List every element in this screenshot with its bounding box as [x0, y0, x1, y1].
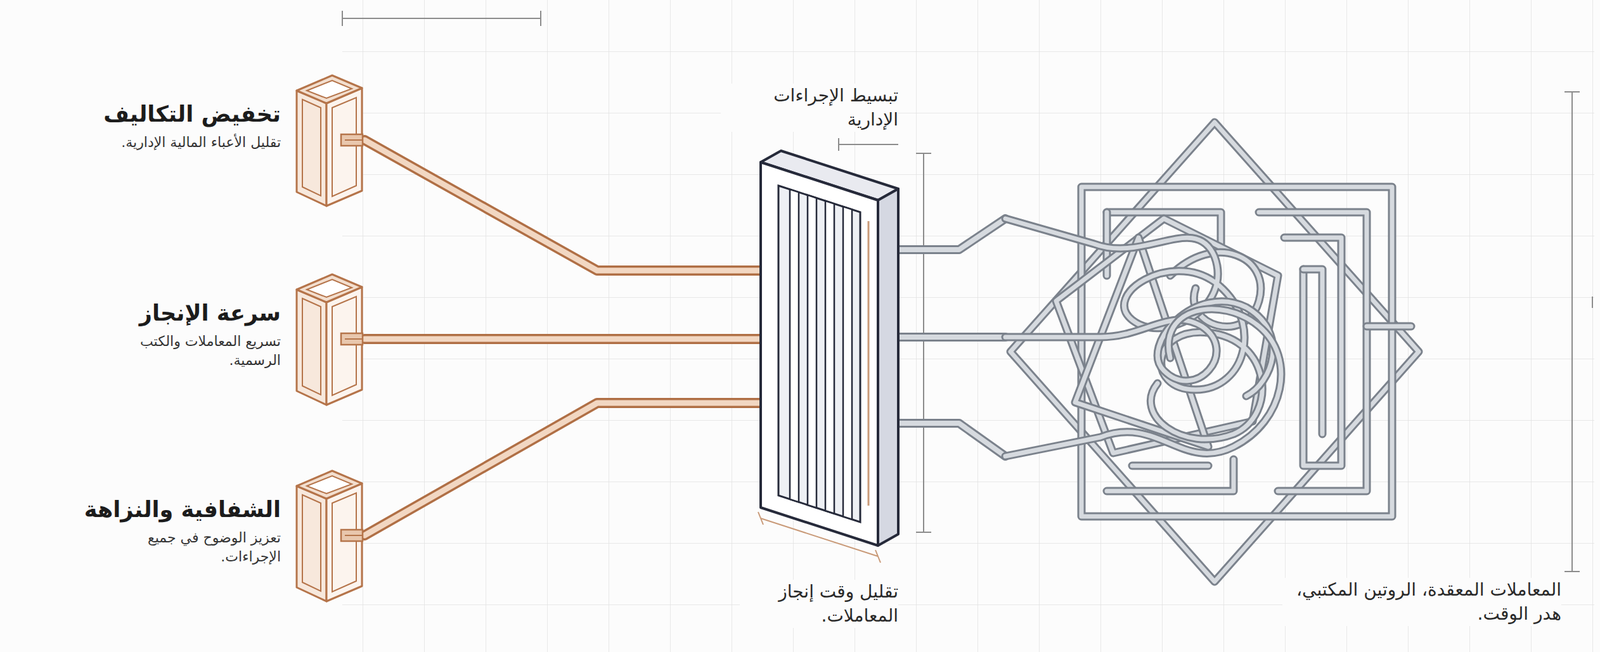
frame-accent	[867, 221, 870, 506]
frame-front	[760, 162, 878, 546]
filter-frame-node: تبسيط الإجراءات الإداريةتقليل وقت إنجاز …	[760, 150, 899, 546]
copper-pipe-core	[364, 336, 761, 343]
gray-pipe-outline	[898, 332, 1006, 342]
gray-pipe-connector	[898, 423, 1006, 457]
frame-opening	[778, 185, 861, 523]
frame-side	[877, 188, 899, 546]
cube-panel	[302, 99, 321, 196]
stage-caption: تبسيط الإجراءات الإدارية	[720, 83, 899, 132]
benefit-cube-node: تخفيض التكاليفتقليل الأعباء المالية الإد…	[294, 71, 365, 210]
filter-frame-drawing	[760, 150, 899, 546]
gray-pipe-core	[898, 218, 1006, 250]
maze-pipe-outline	[1005, 309, 1282, 457]
benefit-cube-node: سرعة الإنجازتسريع المعاملات والكتب الرسم…	[294, 270, 365, 409]
copper-pipe-core	[364, 140, 761, 271]
dimension-line	[916, 153, 932, 533]
cube-top-inset	[306, 80, 352, 99]
socket-line	[344, 535, 363, 537]
maze-pipe-outline	[1081, 187, 1393, 517]
gray-pipe-core	[898, 423, 1006, 457]
stage-caption: المعاملات المعقدة، الروتين المكتبي، هدر …	[1282, 578, 1562, 627]
dimension-lines	[342, 10, 1593, 572]
cube-panel	[302, 298, 321, 395]
gray-pipe-connector	[898, 218, 1006, 250]
maze-pipe-core	[1366, 324, 1412, 330]
benefit-cube-drawing	[294, 467, 365, 605]
stage-caption: تقليل وقت إنجاز المعاملات.	[739, 580, 899, 629]
gray-pipe-connector	[898, 337, 1006, 338]
gray-pipe-core	[898, 334, 1006, 340]
maze-pipe-outline	[1303, 269, 1323, 435]
cube-top-inset	[306, 476, 352, 494]
socket-line	[344, 139, 363, 141]
cube-panel	[332, 493, 357, 593]
benefit-cube-drawing	[294, 71, 365, 210]
maze-pipe-core	[1005, 309, 1282, 457]
copper-pipe-connector	[364, 339, 761, 340]
cube-socket	[341, 529, 363, 542]
maze-pipe-outline	[1366, 322, 1412, 331]
grid	[342, 0, 1595, 652]
benefit-text-group: الشفافية والنزاهةتعزيز الوضوح في جميع ال…	[14, 495, 281, 568]
tangle-maze-node: المعاملات المعقدة، الروتين المكتبي، هدر …	[1005, 117, 1424, 588]
dimension-line	[1564, 91, 1580, 572]
benefit-heading: سرعة الإنجاز	[14, 299, 281, 329]
filter-slat	[789, 189, 799, 503]
cube-left-face	[296, 90, 327, 207]
dimension-line	[342, 10, 541, 26]
copper-pipe-connector	[364, 140, 761, 271]
cube-panel	[332, 97, 357, 197]
copper-pipe-outline	[364, 403, 761, 536]
cube-socket	[341, 134, 363, 146]
cube-right-face	[326, 287, 362, 406]
benefit-cube-drawing	[294, 270, 365, 409]
cube-panel	[332, 296, 357, 396]
benefit-description: تسريع المعاملات والكتب الرسمية.	[96, 332, 281, 372]
cube-right-face	[326, 483, 362, 602]
copper-pipe-core	[364, 403, 761, 536]
cube-left-face	[296, 289, 327, 406]
caption-wrapper: تقليل وقت إنجاز المعاملات.	[739, 580, 899, 629]
copper-pipe-connector	[364, 403, 761, 536]
maze-pipe-outline	[1132, 462, 1209, 471]
tangle-maze-drawing	[1005, 117, 1424, 588]
caption-wrapper: تبسيط الإجراءات الإدارية	[720, 83, 899, 132]
filter-slat	[807, 195, 817, 509]
maze-pipe-core	[1106, 459, 1234, 492]
cube-top-inset	[306, 279, 352, 298]
copper-pipe-outline	[364, 334, 761, 345]
socket-line	[344, 338, 363, 340]
maze-pipe-core	[1303, 269, 1323, 435]
dimension-line	[838, 138, 899, 151]
benefit-description: تعزيز الوضوح في جميع الإجراءات.	[96, 528, 281, 568]
benefit-text-group: تخفيض التكاليف تقليل الأعباء المالية الإد…	[14, 100, 281, 153]
cube-socket	[341, 333, 363, 345]
maze-pipe-core	[1081, 187, 1393, 517]
maze-pipe-core	[1132, 464, 1209, 469]
maze-pipe-core	[1284, 237, 1342, 466]
cube-right-face	[326, 88, 362, 207]
filter-slat	[843, 206, 852, 520]
benefit-heading: تخفيض التكاليف	[14, 100, 281, 130]
benefit-description: تقليل الأعباء المالية الإدارية.	[96, 133, 281, 153]
maze-pipe-outline	[1106, 459, 1234, 492]
benefit-text-group: سرعة الإنجازتسريع المعاملات والكتب الرسم…	[14, 299, 281, 371]
cube-panel	[302, 495, 321, 592]
filter-slat	[825, 200, 835, 515]
cube-left-face	[296, 486, 327, 602]
maze-pipe-outline	[1284, 237, 1342, 466]
benefit-heading: الشفافية والنزاهة	[14, 495, 281, 525]
gray-pipe-outline	[898, 218, 1006, 250]
benefit-cube-node: الشفافية والنزاهةتعزيز الوضوح في جميع ال…	[294, 467, 365, 605]
copper-pipe-outline	[364, 140, 761, 271]
dimension-tick	[1591, 296, 1594, 309]
caption-wrapper: المعاملات المعقدة، الروتين المكتبي، هدر …	[1282, 578, 1562, 627]
gray-pipe-outline	[898, 423, 1006, 457]
